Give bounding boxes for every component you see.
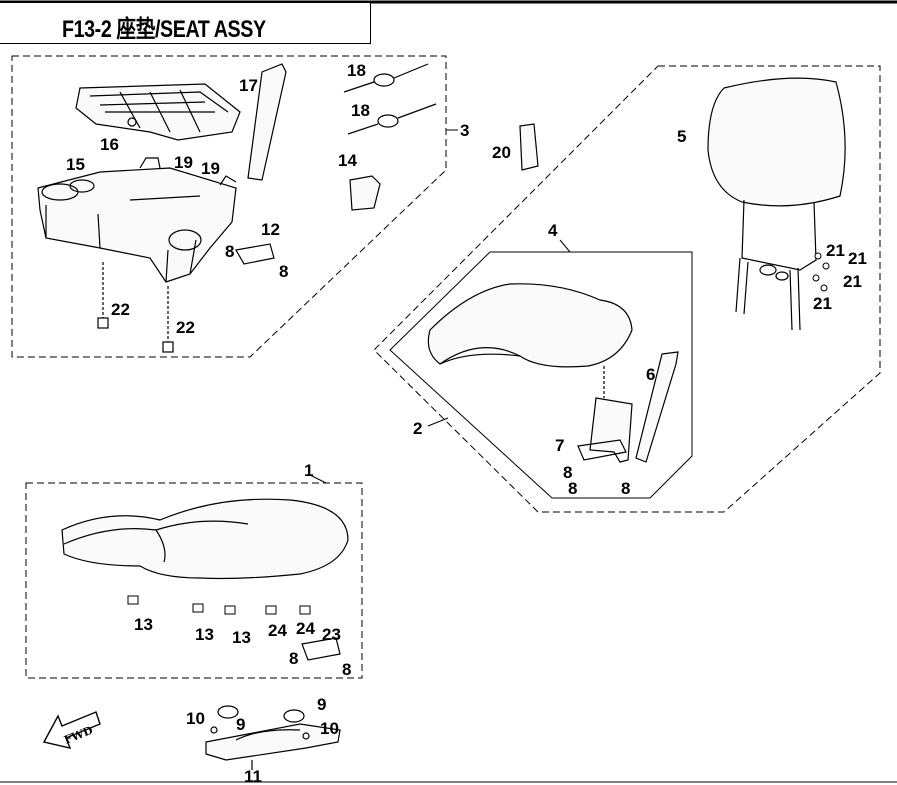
fwd-arrow-icon: FWD [42,711,101,749]
group-1-outline [25,482,363,679]
callout-9: 9 [317,695,326,714]
passenger-seat-part-4 [427,283,633,368]
rubber-feet-part-13-24 [127,595,311,615]
leader-4 [559,239,571,253]
callout-19: 19 [174,153,193,172]
nuts-part-22 [97,262,174,353]
callout-8: 8 [342,660,351,679]
group-2-outline [373,65,881,513]
bracket-part-20 [519,123,539,171]
callout-1: 1 [304,461,313,480]
callout-21: 21 [848,249,867,268]
callout-23: 23 [322,625,341,644]
callout-labels: 1 2 3 4 5 6 7 8 8 8 8 8 8 8 9 9 10 10 11… [66,61,867,785]
callout-16: 16 [100,135,119,154]
callout-15: 15 [66,155,85,174]
callout-2: 2 [413,419,422,438]
callout-12: 12 [261,220,280,239]
group-4-outline [389,251,693,499]
callout-7: 7 [555,436,564,455]
callout-8: 8 [225,242,234,261]
callout-3: 3 [460,121,469,140]
callout-8: 8 [621,479,630,498]
leader-1 [309,474,327,484]
callout-13: 13 [232,628,251,647]
callout-22: 22 [111,300,130,319]
callout-21: 21 [843,272,862,291]
bolts-part-21 [812,252,830,292]
tray-part-16 [75,83,241,141]
callout-9: 9 [236,715,245,734]
page-title: F13-2 座垫/SEAT ASSY [62,16,266,43]
callout-21: 21 [826,241,845,260]
callout-8: 8 [289,649,298,668]
leader-2 [427,417,449,427]
cable-ties-part-18 [343,63,437,135]
callout-13: 13 [195,625,214,644]
strap-part-17 [247,63,287,181]
title-box: F13-2 座垫/SEAT ASSY [0,2,371,44]
callout-4: 4 [548,221,558,240]
clip-part-14 [349,175,381,211]
callout-20: 20 [492,143,511,162]
bracket-part-7 [577,366,633,463]
callout-8: 8 [563,463,572,482]
callout-14: 14 [338,151,357,170]
main-seat-part-1 [61,498,349,580]
callout-24: 24 [296,619,315,638]
callout-8: 8 [568,479,577,498]
hinge-part-23 [301,637,341,661]
callout-8: 8 [279,262,288,281]
callout-6: 6 [646,365,655,384]
callout-17: 17 [239,76,258,95]
strap-part-6 [635,351,679,463]
callout-18: 18 [351,101,370,120]
backrest-part-5 [707,77,846,331]
callout-24: 24 [268,621,287,640]
callout-11: 11 [244,767,262,785]
callout-5: 5 [677,127,686,146]
callout-13: 13 [134,615,153,634]
callout-19: 19 [201,159,220,178]
callout-21: 21 [813,294,832,313]
callout-18: 18 [347,61,366,80]
hinge-part-12 [235,243,275,265]
callout-10: 10 [320,719,339,738]
callout-10: 10 [186,709,205,728]
frame-part-11 [205,705,341,770]
group-3-outline [11,55,447,358]
callout-22: 22 [176,318,195,337]
storage-box-part-15 [37,157,237,283]
